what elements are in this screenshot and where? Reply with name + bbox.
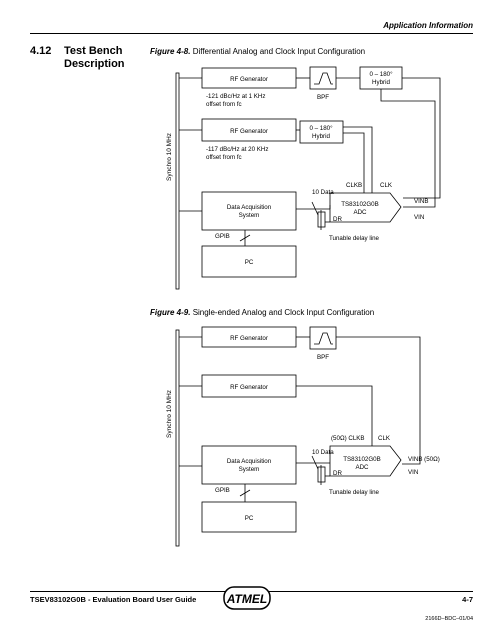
figure-1-title: Differential Analog and Clock Input Conf… xyxy=(192,47,366,56)
figure-1-caption: Figure 4-8. Differential Analog and Cloc… xyxy=(150,47,365,56)
footer-doc-title: TSEV83102G0B - Evaluation Board User Gui… xyxy=(30,595,197,604)
hybrid-mid-label-1: 0 – 180° xyxy=(309,125,333,132)
figure-1-diagram xyxy=(175,66,441,290)
adc-label-2: ADC xyxy=(353,209,367,216)
clkb-label-2: (50Ω) CLKB xyxy=(331,435,365,442)
daq-label-2: System xyxy=(239,212,260,219)
data-bus-label-2: 10 Data xyxy=(312,449,334,456)
pc-box-2 xyxy=(201,501,297,533)
vinb-label-2: VINB (50Ω) xyxy=(408,456,440,463)
rf-generator-2-label: RF Generator xyxy=(230,128,268,135)
figure-1-label: Figure 4-8. xyxy=(150,47,191,56)
daq-label-1-2: Data Acquisition xyxy=(227,458,272,465)
adc-label-2-2: ADC xyxy=(355,464,369,471)
vinb-label: VINB xyxy=(414,198,428,205)
doc-reference: 2166D–BDC–01/04 xyxy=(425,616,473,622)
figure-2-title: Single-ended Analog and Clock Input Conf… xyxy=(192,308,375,317)
rf-generator-2-note-1: -117 dBc/Hz at 20 KHz xyxy=(206,146,268,153)
bpf-box-2 xyxy=(309,326,337,350)
clkb-label: CLKB xyxy=(346,182,362,189)
synchro-label-2: Synchro 10 MHz xyxy=(166,390,173,438)
bpf-label-2: BPF xyxy=(317,354,329,361)
dr-label-2: DR xyxy=(333,470,342,477)
delay-label: Tunable delay line xyxy=(329,235,380,242)
daq-label-1: Data Acquisition xyxy=(227,204,272,211)
running-header: Application Information xyxy=(383,21,473,30)
figure-2-caption: Figure 4-9. Single-ended Analog and Cloc… xyxy=(150,308,374,317)
delay-label-2: Tunable delay line xyxy=(329,489,380,496)
rf-generator-2-label-2: RF Generator xyxy=(230,384,268,391)
hybrid-mid-label-2: Hybrid xyxy=(312,133,330,140)
daq-label-2-2: System xyxy=(239,466,260,473)
adc-symbol-2 xyxy=(329,445,402,477)
atmel-logo: ATMEL xyxy=(223,586,271,610)
synchro-bar xyxy=(175,72,180,290)
daq-box xyxy=(201,191,297,231)
clk-label: CLK xyxy=(380,182,393,189)
pc-label-2: PC xyxy=(245,515,254,522)
rf-generator-1-label-2: RF Generator xyxy=(230,335,268,342)
figure-2-label: Figure 4-9. xyxy=(150,308,191,317)
bpf-label: BPF xyxy=(317,94,329,101)
rf-generator-1-label: RF Generator xyxy=(230,76,268,83)
gpib-label: GPIB xyxy=(215,233,230,240)
header-rule xyxy=(30,33,473,34)
hybrid-top-label-2: Hybrid xyxy=(372,79,390,86)
figure-2-diagram xyxy=(175,326,421,547)
rf-generator-2-note-2: offset from fc xyxy=(206,154,242,161)
pc-label: PC xyxy=(245,259,254,266)
clk-label-2: CLK xyxy=(378,435,391,442)
adc-label-1-2: TS83102G0B xyxy=(343,456,381,463)
synchro-label: Synchro 10 MHz xyxy=(166,133,173,181)
bpf-box xyxy=(309,66,337,90)
hybrid-top-label-1: 0 – 180° xyxy=(369,71,393,78)
hybrid-mid-box xyxy=(299,120,344,144)
synchro-bar-2 xyxy=(175,329,180,547)
rf-generator-1-note-1: -121 dBc/Hz at 1 KHz xyxy=(206,93,266,100)
section-number: 4.12 xyxy=(30,45,52,57)
dr-label: DR xyxy=(333,216,342,223)
vin-label: VIN xyxy=(414,214,424,221)
delay-line xyxy=(317,211,326,228)
adc-label-1: TS83102G0B xyxy=(341,201,379,208)
data-bus-label: 10 Data xyxy=(312,189,334,196)
section-title: Test Bench Description xyxy=(64,45,125,70)
daq-box-2 xyxy=(201,445,297,485)
atmel-logo-text: ATMEL xyxy=(226,592,267,606)
delay-line-2 xyxy=(317,466,326,483)
vin-label-2: VIN xyxy=(408,469,418,476)
gpib-label-2: GPIB xyxy=(215,487,230,494)
page-number: 4-7 xyxy=(462,595,473,604)
rf-generator-1-note-2: offset from fc xyxy=(206,101,242,108)
pc-box xyxy=(201,245,297,278)
adc-symbol xyxy=(329,192,402,223)
